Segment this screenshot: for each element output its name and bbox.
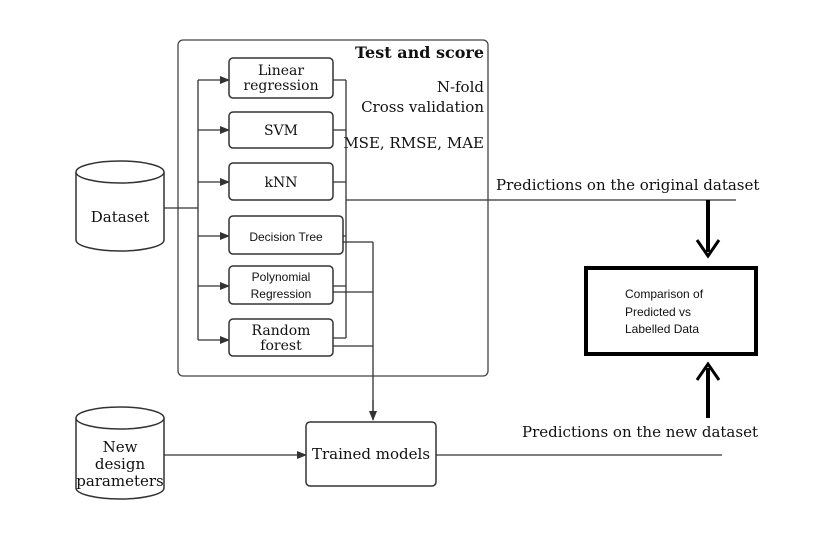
new-params-line-3: parameters [76, 472, 164, 490]
down-arrow-into-comparison [695, 200, 721, 259]
new-params-line-2: design [95, 455, 146, 473]
comparison-line-2: Predicted vs [625, 305, 691, 319]
model-decision-tree: Decision Tree [228, 215, 344, 255]
trained-models-label: Trained models [312, 445, 430, 463]
model-label: Random [252, 323, 311, 339]
comparison-box: Comparison of Predicted vs Labelled Data [584, 266, 758, 356]
model-svm: SVM [228, 111, 334, 149]
model-label: forest [260, 338, 302, 354]
up-arrow-into-comparison [695, 361, 721, 418]
panel-note-nfold: N-fold [437, 78, 485, 96]
panel-title: Test and score [355, 43, 484, 62]
model-label: Regression [251, 287, 312, 301]
model-label: Decision Tree [249, 230, 323, 244]
new-design-parameters-cylinder: New design parameters [75, 406, 165, 500]
comparison-line-1: Comparison of [625, 287, 704, 301]
original-predictions-label: Predictions on the original dataset [496, 176, 759, 194]
comparison-line-3: Labelled Data [625, 322, 699, 336]
model-random-forest: Random forest [228, 318, 334, 357]
panel-note-metrics: MSE, RMSE, MAE [343, 134, 484, 152]
new-params-line-1: New [103, 438, 138, 456]
model-label: Polynomial [252, 270, 311, 284]
dataset-cylinder: Dataset [75, 160, 165, 252]
model-label: SVM [264, 123, 298, 139]
model-label: Linear [258, 63, 304, 79]
new-predictions-label: Predictions on the new dataset [522, 423, 758, 441]
model-knn: kNN [228, 162, 334, 201]
dataset-label: Dataset [91, 208, 150, 226]
model-polynomial-regression: Polynomial Regression [228, 265, 334, 305]
model-label: regression [243, 78, 318, 94]
models-to-trained-connector [333, 241, 374, 412]
model-linear-regression: Linear regression [228, 57, 334, 99]
model-output-bus [333, 79, 347, 339]
trained-models-box: Trained models [305, 421, 437, 487]
model-label: kNN [265, 175, 298, 191]
panel-note-cv: Cross validation [361, 98, 484, 116]
